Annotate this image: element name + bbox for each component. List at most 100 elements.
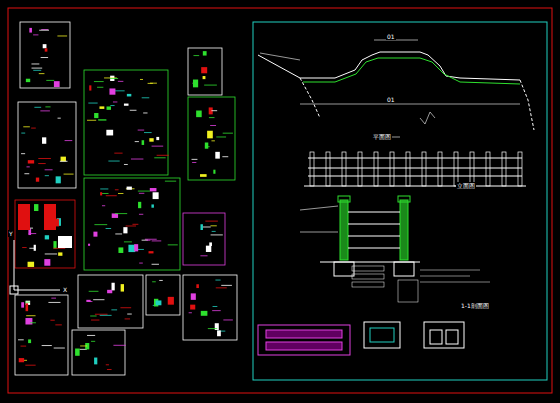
detail-block — [93, 232, 97, 237]
post — [486, 152, 490, 186]
ground-line — [304, 186, 526, 187]
detail-stroke — [24, 173, 29, 174]
section-view — [300, 196, 490, 302]
detail-block — [150, 188, 157, 191]
detail-stroke — [31, 63, 39, 64]
ucs-icon — [10, 240, 60, 294]
detail-stroke — [118, 81, 123, 82]
detail-stroke — [29, 248, 34, 249]
detail-block — [200, 174, 207, 177]
detail-stroke — [215, 280, 220, 281]
detail-block — [205, 142, 208, 148]
dimension-text: 01 — [386, 33, 396, 40]
detail-stroke — [26, 315, 35, 316]
detail-block — [28, 339, 31, 343]
detail-block — [28, 160, 34, 163]
detail-stroke — [98, 120, 106, 121]
detail-sheet — [20, 22, 70, 88]
detail-stroke — [154, 157, 165, 158]
detail-stroke — [38, 163, 45, 164]
detail-block — [203, 76, 206, 79]
detail-block — [107, 106, 111, 109]
detail-stroke — [205, 221, 218, 222]
detail-stroke — [80, 345, 87, 346]
post — [454, 152, 458, 186]
detail-stroke — [168, 244, 178, 245]
detail-block — [54, 81, 60, 87]
detail-stroke — [33, 70, 41, 71]
detail-stroke — [142, 97, 150, 98]
detail-block — [206, 246, 211, 252]
detail-block — [61, 157, 66, 162]
title-block — [258, 322, 464, 355]
detail-stroke — [23, 126, 30, 127]
detail-block — [34, 204, 38, 211]
detail-block — [156, 300, 162, 305]
detail-sheet — [84, 70, 168, 175]
detail-block — [53, 241, 56, 248]
detail-sheet — [18, 102, 76, 188]
detail-stroke — [106, 364, 109, 365]
detail-block — [44, 259, 50, 266]
detail-block — [43, 44, 47, 48]
detail-stroke — [30, 322, 36, 323]
detail-stroke — [212, 310, 221, 311]
detail-stroke — [25, 302, 30, 303]
detail-stroke — [115, 233, 122, 234]
post — [390, 152, 394, 186]
sheet-border — [8, 8, 552, 393]
detail-block — [124, 104, 129, 106]
detail-stroke — [42, 345, 52, 346]
detail-stroke — [21, 153, 25, 154]
detail-stroke — [132, 224, 138, 225]
detail-stroke — [146, 240, 150, 241]
detail-sheet — [183, 275, 237, 340]
detail-block — [109, 88, 115, 94]
detail-stroke — [143, 112, 147, 113]
detail-stroke — [159, 280, 163, 281]
detail-sheet — [188, 97, 235, 180]
detail-sheet — [84, 178, 180, 270]
detail-stroke — [22, 247, 26, 248]
elevation-fence — [304, 152, 526, 186]
detail-stroke — [33, 34, 38, 35]
detail-stroke — [211, 234, 223, 235]
detail-stroke — [87, 335, 95, 336]
detail-stroke — [204, 85, 217, 86]
detail-stroke — [140, 79, 143, 80]
detail-block — [215, 152, 220, 159]
detail-block — [89, 85, 91, 90]
detail-stroke — [27, 166, 30, 167]
detail-stroke — [144, 132, 152, 133]
detail-stroke — [31, 128, 36, 129]
detail-stroke — [139, 263, 143, 264]
detail-stroke — [21, 346, 27, 347]
detail-sheet — [15, 295, 68, 375]
post — [326, 152, 330, 186]
view-title: 平面图 — [372, 133, 392, 140]
detail-stroke — [125, 318, 130, 319]
detail-stroke — [157, 155, 169, 156]
detail-stroke — [21, 133, 25, 134]
post — [470, 152, 474, 186]
detail-stroke — [210, 225, 216, 226]
detail-stroke — [91, 320, 99, 321]
detail-stroke — [110, 105, 114, 106]
detail-stroke — [45, 253, 57, 254]
detail-stroke — [152, 264, 159, 265]
post — [310, 152, 314, 186]
detail-block — [213, 170, 215, 174]
detail-sheet — [15, 200, 75, 268]
detail-stroke — [113, 101, 117, 102]
detail-stroke — [87, 120, 96, 121]
detail-stroke — [165, 181, 176, 182]
detail-stroke — [64, 174, 74, 175]
axis-label: Y — [8, 230, 14, 237]
detail-block — [156, 137, 159, 140]
detail-block — [168, 297, 174, 305]
detail-stroke — [115, 189, 119, 190]
detail-stroke — [126, 225, 136, 226]
detail-stroke — [108, 161, 119, 162]
detail-stroke — [211, 110, 217, 111]
detail-block — [56, 176, 61, 183]
